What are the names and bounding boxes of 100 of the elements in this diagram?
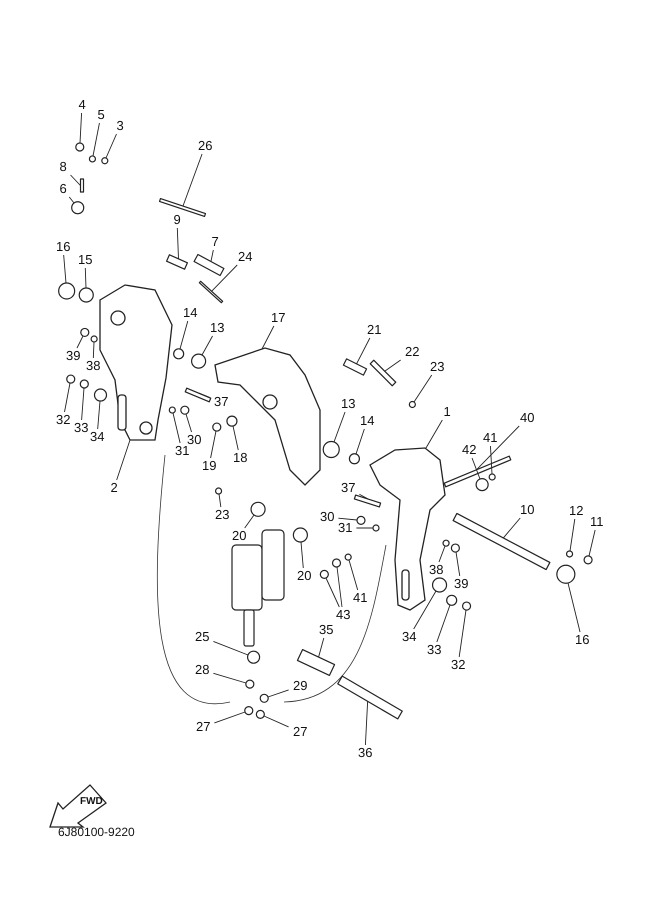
leader-line	[214, 712, 246, 724]
callout-number: 34	[402, 630, 416, 644]
leader-line	[268, 689, 290, 698]
callout-number: 31	[338, 521, 352, 535]
callout-number: 41	[353, 591, 368, 605]
callout-number: 11	[590, 515, 604, 529]
callout-number: 18	[233, 451, 248, 465]
leader-line	[456, 552, 460, 576]
part-number: 6J80100-9220	[58, 825, 135, 839]
leader-line	[490, 446, 492, 474]
callout-number: 23	[430, 360, 444, 374]
fastener-part	[226, 416, 238, 427]
pin-part	[342, 358, 368, 376]
callout-number: 27	[196, 720, 210, 734]
fastener-part	[256, 710, 265, 719]
fastener-part	[322, 440, 340, 458]
callout-number: 37	[214, 395, 228, 409]
fastener-part	[260, 694, 269, 703]
leader-line	[212, 641, 248, 656]
fastener-part	[78, 287, 94, 303]
callout-number: 30	[187, 433, 202, 447]
fastener-part	[168, 406, 176, 414]
callout-number: 28	[195, 663, 210, 677]
callout-number: 14	[183, 306, 198, 320]
fastener-part	[245, 680, 254, 689]
fastener-part	[244, 706, 254, 716]
callout-number: 13	[341, 397, 356, 411]
callout-number: 15	[78, 253, 92, 267]
fastener-part	[344, 554, 352, 561]
leader-line	[80, 112, 82, 144]
callout-number: 36	[358, 746, 372, 760]
leader-line	[64, 382, 70, 412]
callout-number: 5	[98, 108, 105, 122]
leader-line	[172, 412, 181, 444]
callout-number: 12	[569, 504, 584, 518]
callout-number: 40	[520, 411, 534, 425]
fastener-part	[476, 478, 489, 492]
leader-line	[202, 336, 213, 356]
pin-part	[184, 388, 212, 402]
leader-line	[182, 154, 203, 206]
leader-line	[568, 582, 580, 632]
fastener-part	[332, 558, 342, 568]
callout-number: 29	[293, 679, 308, 693]
pin-part	[452, 512, 550, 570]
callout-number: 14	[360, 414, 374, 428]
leader-line	[476, 426, 520, 470]
bracket-part	[369, 447, 446, 611]
fastener-part	[75, 142, 84, 152]
callout-number: 33	[427, 643, 442, 657]
pin-part	[354, 494, 382, 508]
callout-number: 20	[297, 569, 312, 583]
leader-line	[326, 578, 340, 608]
leader-line	[384, 360, 402, 372]
leader-line	[436, 604, 450, 642]
leader-line	[180, 320, 188, 350]
leader-line	[210, 430, 216, 458]
leader-line	[358, 494, 369, 500]
fastener-part	[94, 388, 108, 402]
fastener-part	[348, 453, 360, 464]
leader-line	[176, 228, 179, 260]
fastener-part	[556, 564, 576, 584]
callout-number: 17	[271, 311, 286, 325]
callout-number: 1	[444, 405, 451, 419]
fastener-part	[88, 155, 96, 163]
pin-part	[80, 178, 84, 193]
leader-line	[438, 546, 446, 562]
fastener-part	[58, 282, 76, 300]
leader-line	[356, 428, 365, 454]
callout-number: 32	[56, 413, 70, 427]
leader-line	[334, 412, 346, 442]
callout-number: 8	[60, 160, 67, 174]
leader-line	[264, 716, 290, 728]
callout-number: 35	[319, 623, 334, 637]
fastener-part	[250, 502, 266, 517]
leader-line	[211, 264, 238, 292]
leader-line	[262, 326, 274, 350]
fastener-part	[191, 354, 206, 369]
leader-line	[92, 342, 94, 358]
callout-number: 26	[198, 139, 212, 153]
callout-number: 6	[60, 182, 67, 196]
callout-number: 25	[195, 630, 210, 644]
fastener-part	[66, 374, 76, 384]
callout-number: 31	[175, 444, 190, 458]
leader-line	[356, 338, 370, 364]
leader-line	[588, 530, 596, 556]
leader-line	[348, 560, 358, 590]
leader-line	[210, 250, 214, 262]
leader-line	[116, 440, 130, 480]
callout-number: 4	[78, 98, 86, 112]
fastener-part	[372, 524, 380, 532]
pin-part	[296, 648, 336, 676]
direction-label: FWD	[80, 796, 103, 807]
fastener-part	[212, 422, 222, 432]
fastener-part	[246, 650, 260, 664]
callout-number: 16	[575, 633, 590, 647]
leader-line	[232, 426, 239, 450]
callout-number: 30	[320, 510, 334, 524]
callout-number: 22	[405, 345, 420, 359]
leader-line	[92, 122, 100, 156]
leader-line	[414, 374, 432, 402]
